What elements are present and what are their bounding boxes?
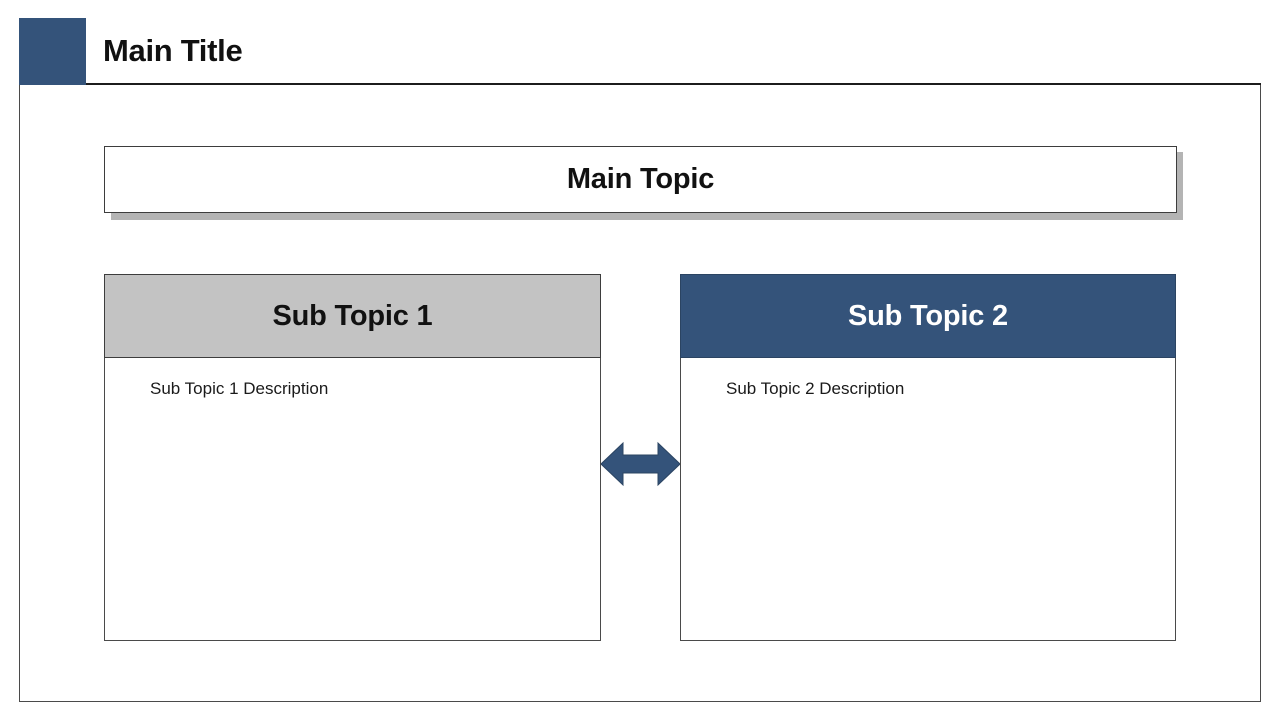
title-bar — [86, 18, 1261, 85]
sub-topic-2-body[interactable]: Sub Topic 2 Description — [680, 358, 1176, 641]
sub-topic-1-column: Sub Topic 1 Sub Topic 1 Description — [104, 274, 601, 641]
sub-topic-2-header-label: Sub Topic 2 — [848, 299, 1008, 332]
sub-topic-1-header-label: Sub Topic 1 — [272, 299, 433, 332]
sub-topic-2-column: Sub Topic 2 Sub Topic 2 Description — [680, 274, 1176, 641]
sub-topic-2-description: Sub Topic 2 Description — [726, 379, 905, 398]
sub-topic-2-header[interactable]: Sub Topic 2 — [680, 274, 1176, 358]
sub-topic-1-description: Sub Topic 1 Description — [150, 379, 329, 398]
sub-topic-1-header[interactable]: Sub Topic 1 — [104, 274, 601, 358]
title-accent-block — [19, 18, 86, 85]
sub-topic-1-body[interactable]: Sub Topic 1 Description — [104, 358, 601, 641]
main-topic-banner[interactable]: Main Topic — [104, 146, 1177, 213]
double-arrow-horizontal-icon — [600, 441, 681, 487]
page-title: Main Title — [103, 33, 243, 68]
main-topic-label: Main Topic — [566, 163, 715, 195]
